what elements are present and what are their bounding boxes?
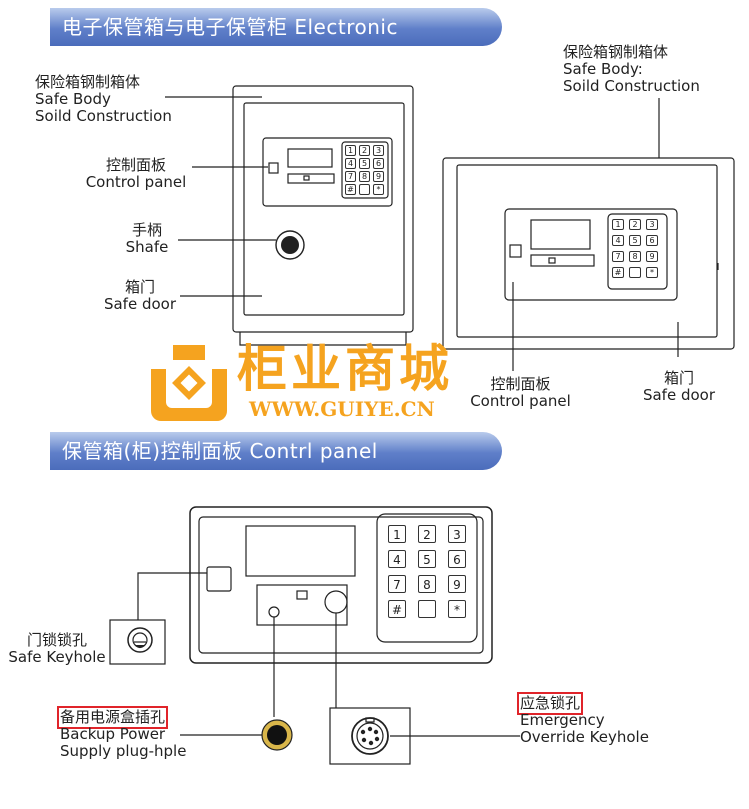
left-door-zh: 箱门 xyxy=(124,278,155,296)
keypad-key[interactable]: 9 xyxy=(646,251,658,262)
emergency-label: 应急锁孔 Emergency Override Keyhole xyxy=(516,692,649,746)
left-body-en2: Soild Construction xyxy=(35,107,172,125)
left-control-panel xyxy=(262,137,393,207)
left-handle-en: Shafe xyxy=(125,238,169,256)
left-handle-zh: 手柄 xyxy=(131,221,162,239)
right-door-zh: 箱门 xyxy=(663,369,694,387)
left-safe-base xyxy=(239,332,407,346)
keypad-key[interactable]: 7 xyxy=(345,171,356,182)
detail-panel-outer xyxy=(189,506,493,664)
keypad-key[interactable]: 2 xyxy=(418,525,436,543)
keypad-key[interactable]: 6 xyxy=(448,550,466,568)
keypad-key[interactable]: 9 xyxy=(373,171,384,182)
watermark-logo xyxy=(151,345,227,421)
left-body-zh: 保险箱钢制箱体 xyxy=(35,73,141,91)
left-panel-keyhole xyxy=(268,162,279,174)
keypad-key[interactable]: * xyxy=(373,184,384,195)
right-door-en: Safe door xyxy=(642,386,716,404)
right-body-label: 保险箱钢制箱体 Safe Body: Soild Construction xyxy=(563,44,700,95)
emergency-zh: 应急锁孔 xyxy=(516,692,584,715)
left-panel-label: 控制面板 Control panel xyxy=(80,157,192,191)
keypad-key[interactable]: # xyxy=(612,267,624,278)
right-door-label: 箱门 Safe door xyxy=(636,370,722,404)
emergency-en2: Override Keyhole xyxy=(520,728,649,746)
keyhole-zh: 门锁锁孔 xyxy=(26,631,87,649)
left-door-en: Safe door xyxy=(103,295,177,313)
detail-emergency-lock xyxy=(324,590,348,614)
keypad-key[interactable]: * xyxy=(646,267,658,278)
keypad-key[interactable]: 4 xyxy=(612,235,624,246)
right-control-panel xyxy=(504,208,678,301)
backup-power-en1: Backup Power xyxy=(60,725,166,743)
keypad-key[interactable]: 1 xyxy=(612,219,624,230)
keypad-key[interactable]: # xyxy=(388,600,406,618)
keypad-key[interactable]: # xyxy=(345,184,356,195)
keypad-key[interactable]: 4 xyxy=(388,550,406,568)
keypad-key[interactable]: 6 xyxy=(646,235,658,246)
backup-power-en2: Supply plug-hple xyxy=(60,742,187,760)
right-panel-en: Control panel xyxy=(470,392,571,410)
keypad-key[interactable]: 1 xyxy=(388,525,406,543)
left-safe-door xyxy=(243,102,405,316)
right-panel-zh: 控制面板 xyxy=(490,375,551,393)
left-panel-zh: 控制面板 xyxy=(105,156,166,174)
backup-power-zh: 备用电源盒插孔 xyxy=(56,706,169,729)
keypad-key[interactable]: 1 xyxy=(345,145,356,156)
watermark-name: 柜业商城 xyxy=(237,340,453,398)
keypad-key[interactable]: 9 xyxy=(448,575,466,593)
top-banner: 电子保管箱与电子保管柜 Electronic xyxy=(50,8,502,46)
keypad-key[interactable] xyxy=(418,600,436,618)
keypad-key[interactable]: 5 xyxy=(629,235,641,246)
keypad-key[interactable]: 5 xyxy=(359,158,370,169)
right-safe-body xyxy=(442,157,735,350)
left-handle xyxy=(275,230,305,260)
keypad-key[interactable]: 6 xyxy=(373,158,384,169)
keyhole-en: Safe Keyhole xyxy=(8,648,106,666)
keypad-key[interactable]: 4 xyxy=(345,158,356,169)
keypad-key[interactable]: 8 xyxy=(418,575,436,593)
keypad-key[interactable]: 8 xyxy=(629,251,641,262)
emergency-en1: Emergency xyxy=(520,711,605,729)
right-body-en2: Soild Construction xyxy=(563,77,700,95)
right-body-zh: 保险箱钢制箱体 xyxy=(563,43,669,61)
right-panel-keyhole xyxy=(509,244,522,258)
left-safe-body xyxy=(232,85,414,333)
right-safe-door xyxy=(456,164,718,338)
keypad-key[interactable]: 3 xyxy=(373,145,384,156)
keyhole-label: 门锁锁孔 Safe Keyhole xyxy=(2,632,112,666)
safe-keyhole-box xyxy=(109,619,166,665)
left-door-label: 箱门 Safe door xyxy=(100,279,180,313)
detail-keyhole-slot xyxy=(206,566,232,592)
left-body-label: 保险箱钢制箱体 Safe Body Soild Construction xyxy=(35,74,172,125)
left-panel-en: Control panel xyxy=(85,173,187,191)
keypad-key[interactable]: * xyxy=(448,600,466,618)
keypad-key[interactable]: 2 xyxy=(359,145,370,156)
keypad-key[interactable]: 8 xyxy=(359,171,370,182)
keypad-key[interactable]: 2 xyxy=(629,219,641,230)
keypad-key[interactable] xyxy=(629,267,641,278)
keypad-key[interactable]: 7 xyxy=(612,251,624,262)
watermark-url: WWW.GUIYE.CN xyxy=(249,397,435,421)
keypad-key[interactable]: 7 xyxy=(388,575,406,593)
keypad-key[interactable]: 5 xyxy=(418,550,436,568)
right-panel-label: 控制面板 Control panel xyxy=(463,376,578,410)
keypad-key[interactable]: 3 xyxy=(646,219,658,230)
keypad-key[interactable] xyxy=(359,184,370,195)
keypad-key[interactable]: 3 xyxy=(448,525,466,543)
left-handle-label: 手柄 Shafe xyxy=(115,222,179,256)
bottom-banner: 保管箱(柜)控制面板 Contrl panel xyxy=(50,432,502,470)
right-body-en1: Safe Body: xyxy=(563,60,643,78)
backup-power-label: 备用电源盒插孔 Backup Power Supply plug-hple xyxy=(56,706,187,760)
left-body-en1: Safe Body xyxy=(35,90,111,108)
